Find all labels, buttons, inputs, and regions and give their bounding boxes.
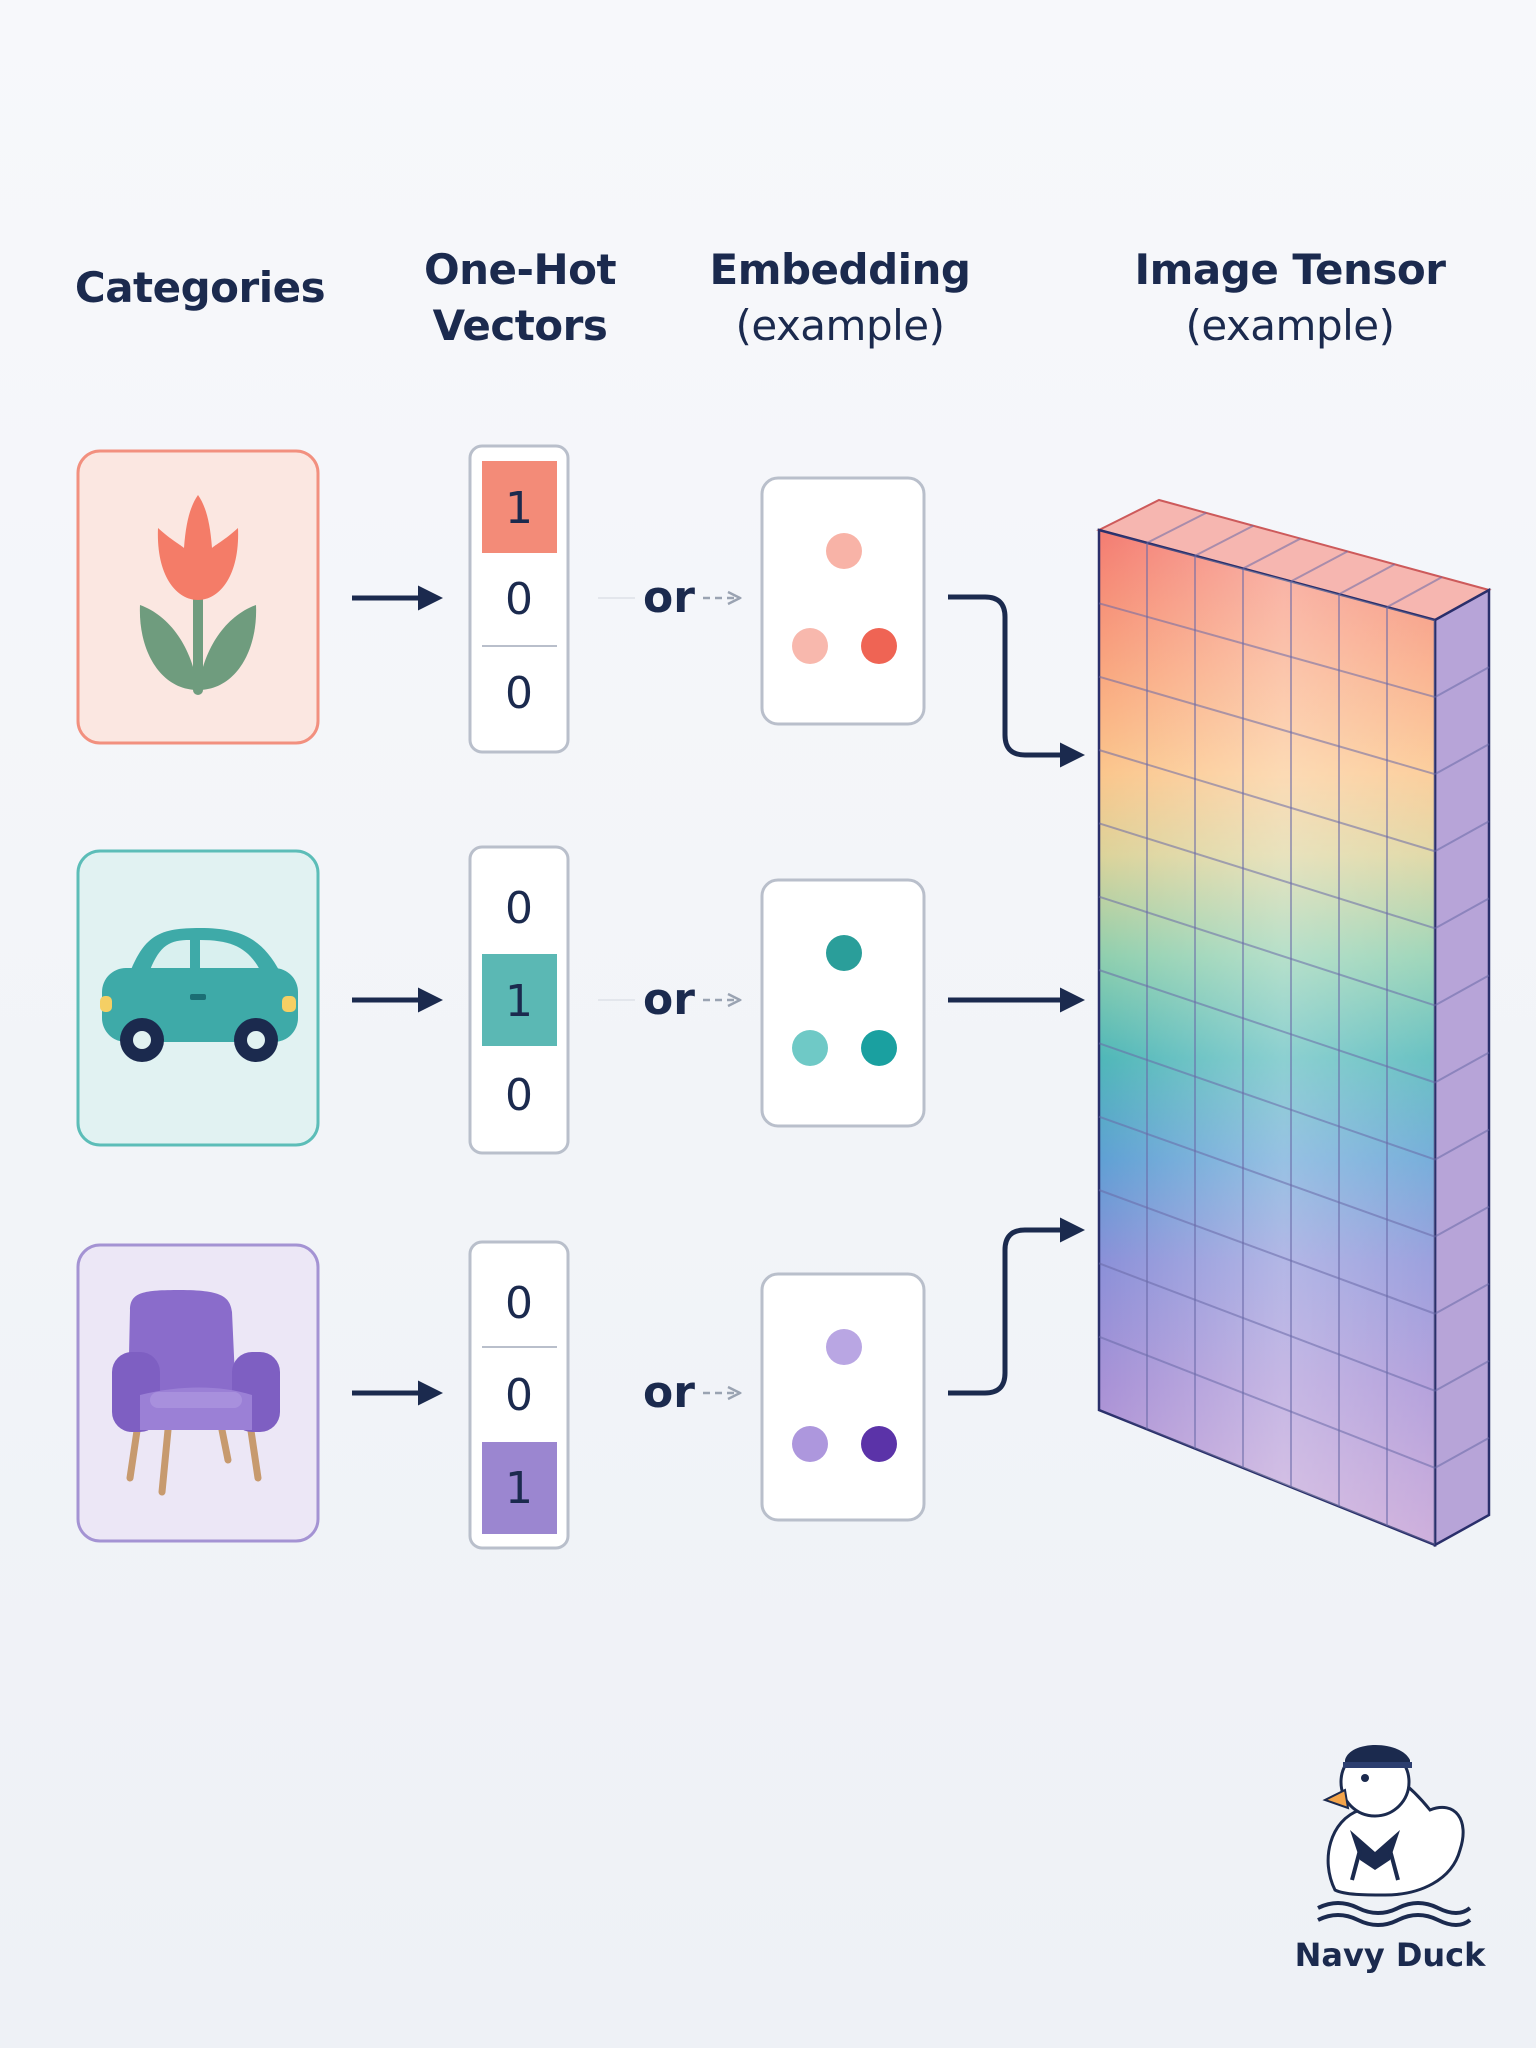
header-tensor-line2: (example) bbox=[1185, 301, 1395, 350]
tensor-top-grid-col bbox=[1386, 576, 1443, 609]
tensor-side-grid-row bbox=[1434, 1437, 1490, 1469]
header-embedding-line1: Embedding bbox=[709, 245, 972, 294]
onehot-value-3-3: 1 bbox=[505, 1463, 533, 1514]
tensor-side-grid-row bbox=[1434, 974, 1490, 1007]
embedding-dot-3-1 bbox=[826, 1329, 862, 1365]
onehot-value-1-2: 0 bbox=[505, 574, 533, 625]
embedding-dot-3-3 bbox=[861, 1426, 897, 1462]
onehot-hot-cell-1 bbox=[482, 461, 557, 553]
embedding-dot-3-2 bbox=[792, 1426, 828, 1462]
or-label-3: or bbox=[643, 1367, 695, 1418]
onehot-hot-cell-2 bbox=[482, 954, 557, 1046]
car-icon bbox=[100, 928, 298, 1062]
onehot-value-2-2: 1 bbox=[505, 976, 533, 1027]
onehot-hot-cell-3 bbox=[482, 1442, 557, 1534]
embedding-dot-2-2 bbox=[792, 1030, 828, 1066]
tulip-icon bbox=[139, 495, 257, 695]
header-categories-text: Categories bbox=[74, 263, 326, 312]
tensor-top-grid-col bbox=[1146, 511, 1207, 544]
arrow-to-tensor-3 bbox=[948, 1217, 1085, 1396]
embedding-dot-1-3 bbox=[861, 628, 897, 664]
arrow-to-tensor-1 bbox=[948, 594, 1085, 768]
embedding-dot-2-1 bbox=[826, 935, 862, 971]
tensor-side-grid-row bbox=[1434, 1359, 1490, 1392]
tensor-side-grid-row bbox=[1434, 1282, 1490, 1315]
tensor-top-grid-col bbox=[1290, 550, 1349, 583]
brand-name: Navy Duck bbox=[1294, 1936, 1486, 1974]
tensor-side-grid-row bbox=[1434, 743, 1490, 776]
header-onehot: One-Hot Vectors bbox=[380, 242, 660, 354]
tensor-top-grid-col bbox=[1194, 524, 1254, 557]
tensor-side-grid-row bbox=[1434, 1205, 1490, 1238]
tensor-grid-row bbox=[1098, 1189, 1436, 1315]
image-tensor bbox=[1096, 498, 1492, 1548]
tensor-top-grid-col bbox=[1338, 563, 1396, 596]
armchair-icon bbox=[112, 1290, 280, 1496]
header-embedding-line2: (example) bbox=[735, 301, 945, 350]
onehot-value-1-1: 1 bbox=[505, 483, 533, 534]
tensor-side-grid-row bbox=[1434, 897, 1490, 930]
header-tensor-line1: Image Tensor bbox=[1134, 245, 1446, 294]
embedding-card-2 bbox=[760, 878, 926, 1128]
tensor-grid-row bbox=[1098, 675, 1436, 776]
or-label-1: or bbox=[643, 572, 695, 623]
row-2: 0 1 0 or bbox=[76, 845, 1085, 1155]
embedding-card-1 bbox=[760, 476, 926, 726]
header-onehot-line1: One-Hot bbox=[423, 245, 617, 294]
header-embedding: Embedding (example) bbox=[680, 242, 1000, 354]
tensor-side-grid-row bbox=[1434, 1051, 1490, 1084]
tensor-grid-row bbox=[1098, 602, 1436, 699]
header-onehot-line2: Vectors bbox=[432, 301, 608, 350]
embedding-dot-2-3 bbox=[861, 1030, 897, 1066]
header-categories: Categories bbox=[60, 260, 340, 316]
tensor-grid-row bbox=[1098, 1042, 1436, 1161]
tensor-grid-row bbox=[1098, 895, 1436, 1007]
row-1: 1 0 0 or bbox=[76, 444, 1085, 768]
embedding-dot-1-1 bbox=[826, 533, 862, 569]
onehot-value-1-3: 0 bbox=[505, 668, 533, 719]
embedding-card-3 bbox=[760, 1272, 926, 1522]
onehot-value-2-1: 0 bbox=[505, 883, 533, 934]
tensor-top-grid-col bbox=[1242, 537, 1301, 570]
onehot-value-3-1: 0 bbox=[505, 1278, 533, 1329]
onehot-value-3-2: 0 bbox=[505, 1370, 533, 1421]
sailor-duck-icon bbox=[1317, 1745, 1472, 1927]
tensor-grid-row bbox=[1098, 749, 1436, 853]
tensor-grid-row bbox=[1098, 969, 1436, 1084]
row-3: 0 0 1 or bbox=[76, 1217, 1085, 1550]
tensor-side-grid-row bbox=[1434, 820, 1490, 853]
tensor-side-grid-row bbox=[1434, 1128, 1490, 1161]
header-tensor: Image Tensor (example) bbox=[1110, 242, 1470, 354]
embedding-dot-1-2 bbox=[792, 628, 828, 664]
onehot-value-2-3: 0 bbox=[505, 1070, 533, 1121]
tensor-grid-row bbox=[1098, 822, 1436, 930]
tensor-grid-row bbox=[1098, 1262, 1436, 1392]
tensor-grid bbox=[1098, 511, 1490, 1526]
tensor-grid-row bbox=[1098, 1115, 1436, 1238]
tensor-front-sheen bbox=[1099, 530, 1435, 1545]
tensor-side-grid-row bbox=[1434, 666, 1490, 698]
tensor-grid-row bbox=[1098, 1335, 1436, 1469]
or-label-2: or bbox=[643, 974, 695, 1025]
